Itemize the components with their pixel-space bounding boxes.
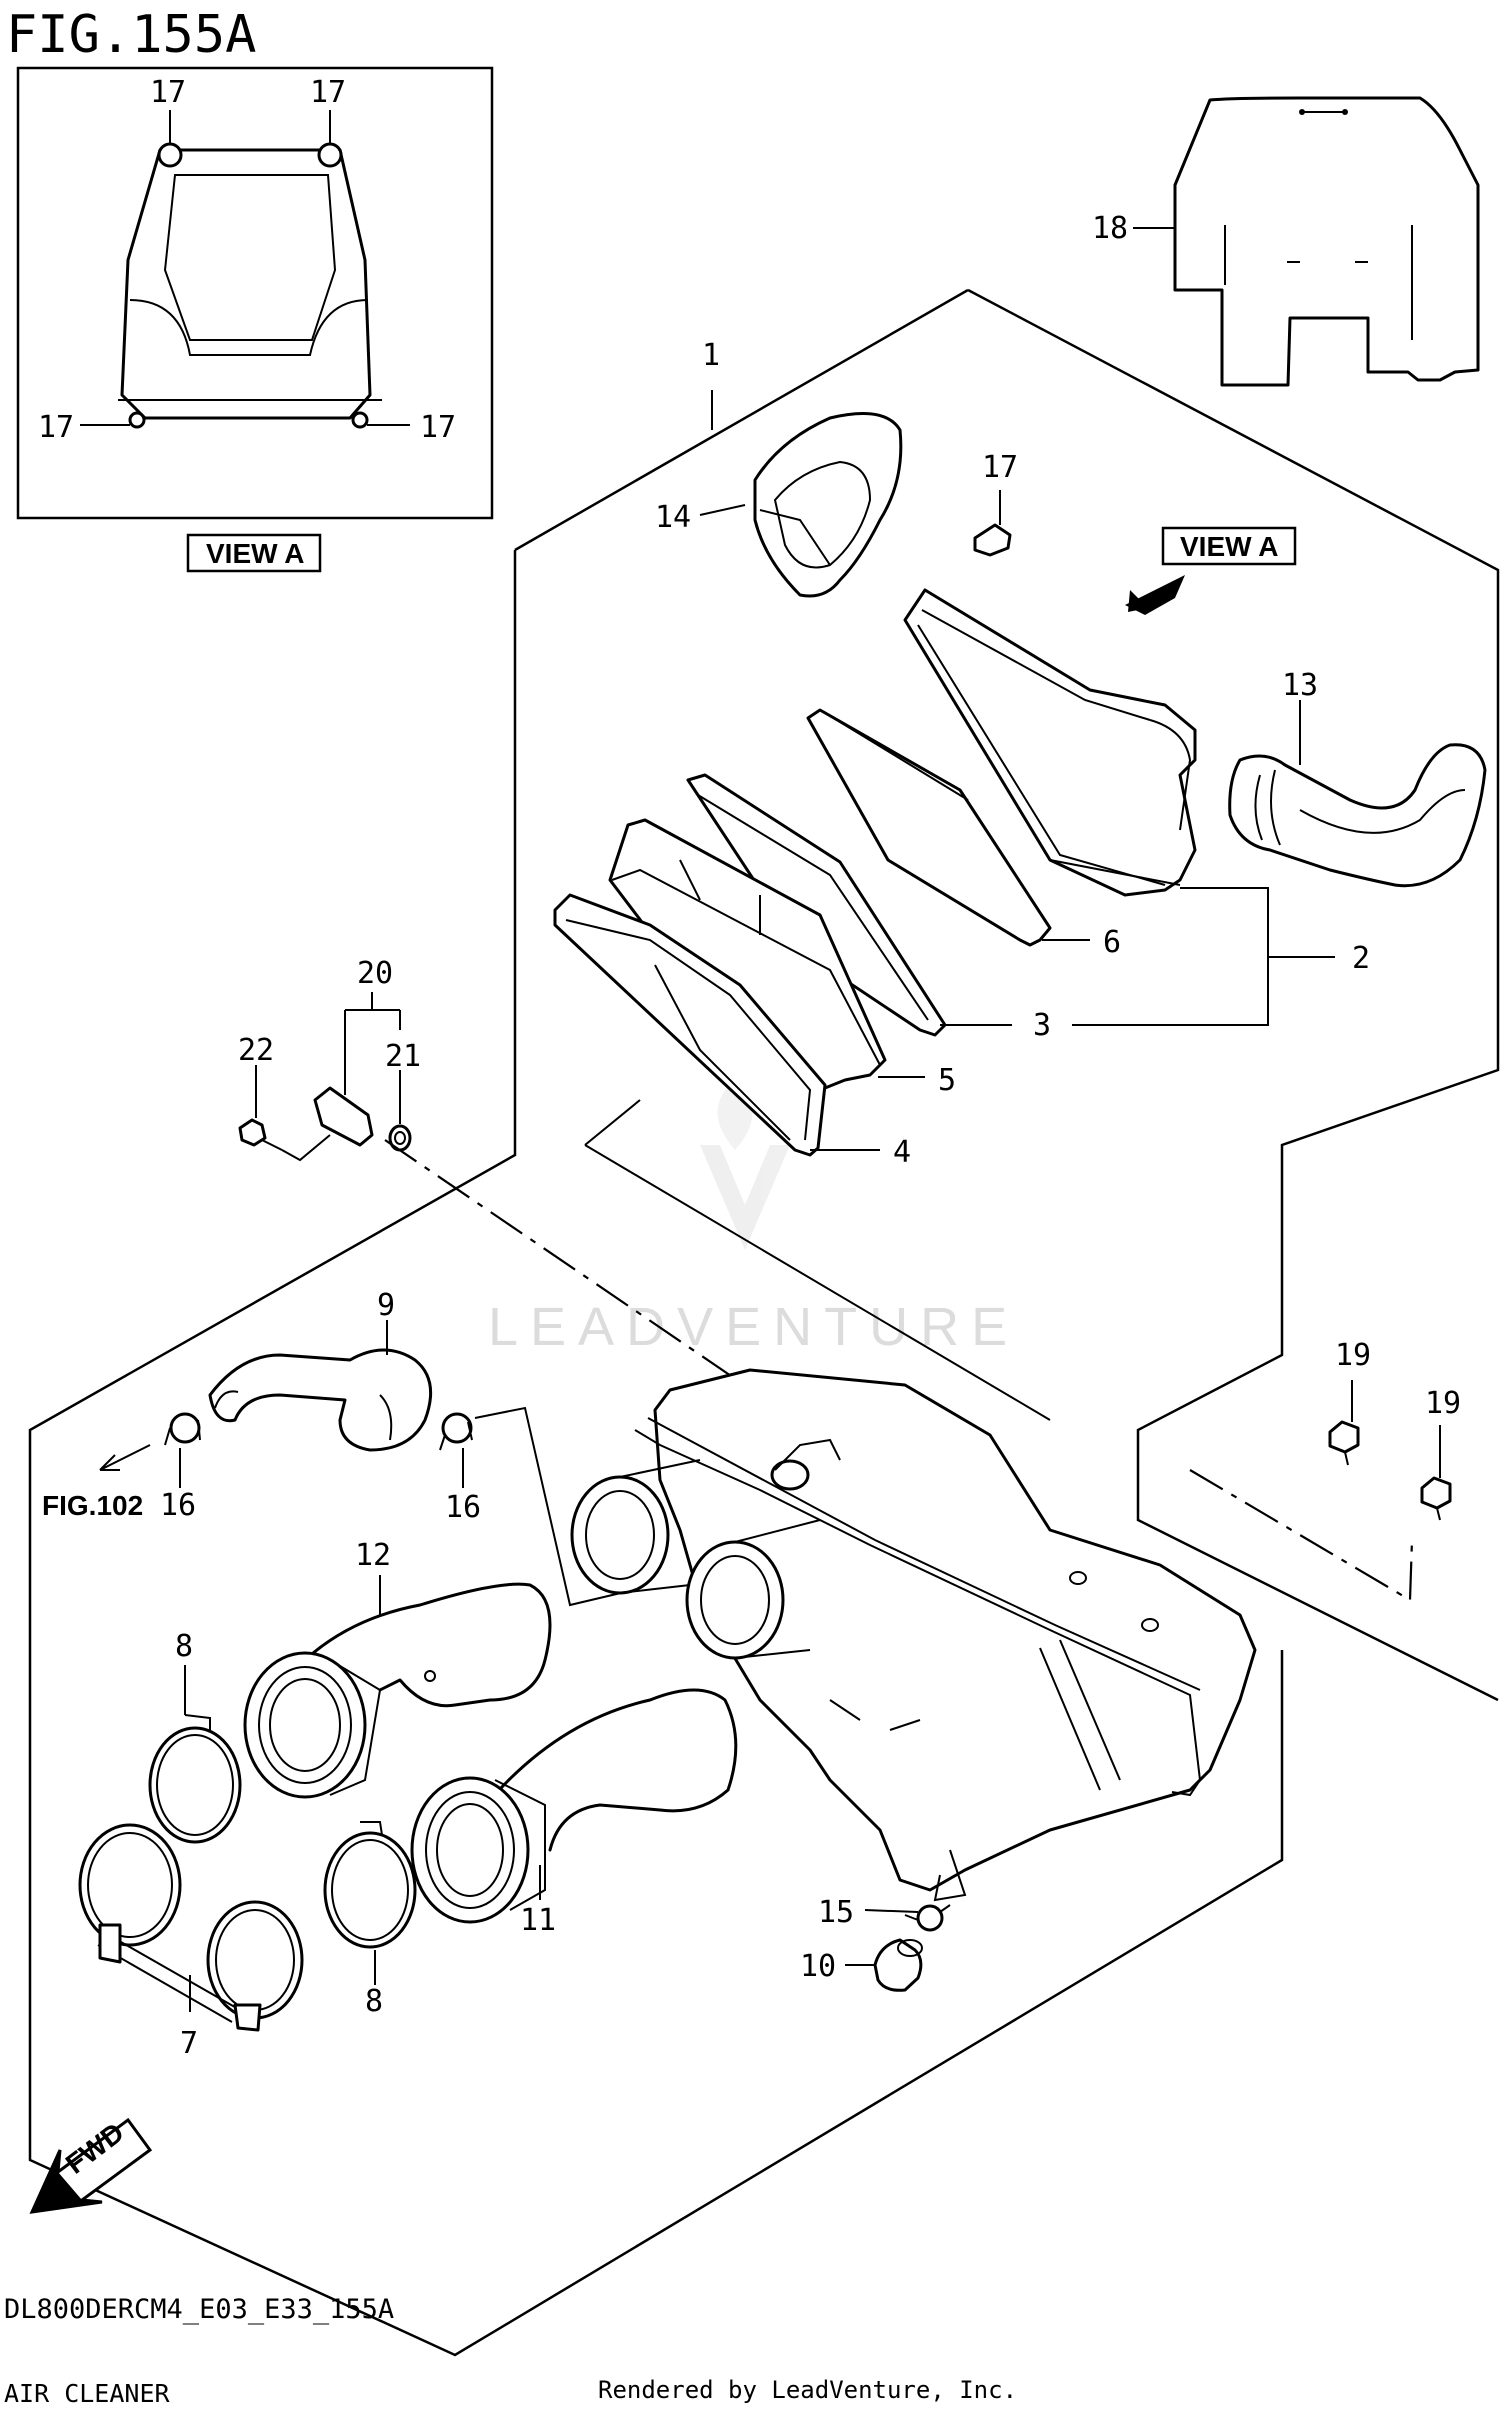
part-13-air-tube bbox=[1228, 743, 1487, 888]
part-15-clip bbox=[904, 1904, 951, 1932]
part-10-drain-cap bbox=[873, 1938, 923, 1992]
callout-11: 11 bbox=[520, 1903, 556, 1938]
callout-17: 17 bbox=[982, 450, 1018, 485]
callout-15: 15 bbox=[818, 1895, 854, 1930]
part-21-o-ring bbox=[388, 1070, 412, 1152]
callout-17-bottom-right: 17 bbox=[420, 410, 456, 445]
figure-title: FIG.155A bbox=[6, 5, 256, 65]
callout-22: 22 bbox=[238, 1033, 274, 1068]
part-16-clip-left bbox=[164, 1412, 201, 1446]
part-16-clip-right bbox=[439, 1412, 473, 1451]
part-8-clamp-lower bbox=[323, 1821, 417, 1949]
callout-4: 4 bbox=[893, 1135, 911, 1170]
callout-20: 20 bbox=[357, 956, 393, 991]
view-a-caption: VIEW A bbox=[206, 538, 305, 569]
callout-13: 13 bbox=[1282, 668, 1318, 703]
callout-14: 14 bbox=[655, 500, 691, 535]
model-code: DL800DERCM4_E03_E33_155A bbox=[4, 2294, 394, 2325]
view-a-tag-box bbox=[1161, 526, 1297, 566]
callout-1: 1 bbox=[702, 338, 720, 373]
part-6-filter-element bbox=[806, 708, 1052, 947]
callout-12: 12 bbox=[355, 1538, 391, 1573]
part-7-dual-clamp bbox=[78, 1823, 304, 2032]
part-22-screw bbox=[238, 1065, 283, 1151]
callout-19-left: 19 bbox=[1335, 1338, 1371, 1373]
callout-16-right: 16 bbox=[445, 1490, 481, 1525]
callout-8-upper: 8 bbox=[175, 1629, 193, 1664]
part-4-gasket bbox=[553, 893, 827, 1157]
fig102-arrow-icon bbox=[99, 1444, 151, 1471]
part-18-cover bbox=[1173, 96, 1480, 387]
part-1-outline bbox=[28, 288, 1500, 2357]
part-2-cleaner-cap bbox=[903, 588, 1197, 897]
view-a-tag: VIEW A bbox=[1180, 531, 1279, 562]
view-a-caption-box bbox=[186, 533, 322, 573]
part-12-intake-boot bbox=[243, 1582, 552, 1799]
callout-3: 3 bbox=[1033, 1008, 1051, 1043]
part-19-bolt-left bbox=[1328, 1380, 1360, 1466]
view-a-inset bbox=[16, 66, 494, 520]
air-box-housing bbox=[570, 1368, 1257, 1902]
part-11-intake-boot bbox=[410, 1688, 738, 1924]
part-8-clamp-upper bbox=[148, 1714, 242, 1844]
callout-17-top-right: 17 bbox=[310, 75, 346, 110]
callout-16-left: 16 bbox=[160, 1488, 196, 1523]
callout-9: 9 bbox=[377, 1288, 395, 1323]
callout-17-bottom-left: 17 bbox=[38, 410, 74, 445]
callout-18: 18 bbox=[1092, 211, 1128, 246]
callout-5: 5 bbox=[938, 1063, 956, 1098]
fwd-arrow-icon bbox=[29, 2117, 153, 2214]
callout-6: 6 bbox=[1103, 925, 1121, 960]
part-20-sensor bbox=[313, 1030, 374, 1147]
section-name: AIR CLEANER bbox=[4, 2379, 171, 2408]
callout-2: 2 bbox=[1352, 941, 1370, 976]
callout-7: 7 bbox=[180, 2026, 198, 2061]
fig102-reference: FIG.102 bbox=[42, 1490, 143, 1521]
watermark-text: LEADVENTURE bbox=[488, 1297, 1019, 1357]
view-a-arrow-icon bbox=[1125, 575, 1185, 615]
callout-21: 21 bbox=[385, 1039, 421, 1074]
part-17-bolt bbox=[973, 490, 1012, 557]
callout-10: 10 bbox=[800, 1949, 836, 1984]
part-9-breather-hose bbox=[208, 1348, 433, 1452]
callout-8-lower: 8 bbox=[365, 1984, 383, 2019]
callout-19-right: 19 bbox=[1425, 1386, 1461, 1421]
rendered-by: Rendered by LeadVenture, Inc. bbox=[598, 2376, 1017, 2404]
part-14-intake-duct bbox=[753, 412, 903, 598]
part-19-bolt-right bbox=[1420, 1425, 1452, 1521]
callout-17-top-left: 17 bbox=[150, 75, 186, 110]
